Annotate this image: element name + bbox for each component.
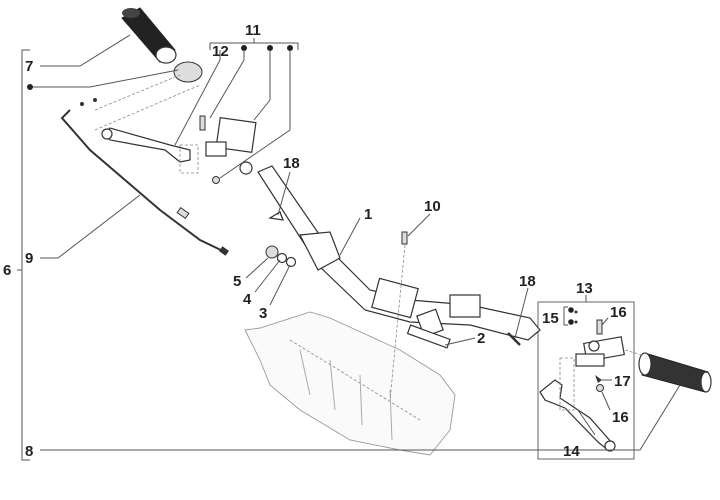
bullet-dot — [27, 84, 33, 90]
callout-14: 14 — [563, 443, 580, 460]
throttle-housing-part — [173, 61, 203, 83]
callout-16-top: 16 — [610, 304, 627, 321]
left-lever-part — [101, 127, 191, 163]
callout-17: 17 — [614, 373, 631, 390]
callout-13: 13 — [576, 280, 593, 297]
right-lever-bracket-part — [574, 310, 625, 392]
right-grip-part — [638, 352, 712, 393]
clip-part — [268, 211, 284, 221]
bullet-dot — [568, 319, 574, 325]
callout-3: 3 — [259, 305, 267, 322]
screw-part — [401, 231, 408, 245]
right-lever-part — [539, 379, 616, 452]
callout-4: 4 — [243, 291, 252, 308]
callout-2: 2 — [477, 330, 485, 347]
handlebar-tube-part — [257, 165, 541, 341]
bullet-dot — [568, 307, 574, 313]
washers-part — [265, 245, 297, 268]
callout-18-right: 18 — [519, 273, 536, 290]
bullet-dot — [267, 45, 273, 51]
callout-12: 12 — [212, 43, 229, 60]
group-bracket-6 — [17, 49, 30, 461]
callout-11: 11 — [245, 22, 261, 39]
callout-18-left: 18 — [283, 155, 300, 172]
callout-6: 6 — [3, 262, 11, 279]
group-bracket-11 — [209, 38, 299, 51]
callout-7: 7 — [25, 58, 33, 75]
callout-10: 10 — [424, 198, 441, 215]
cable-part — [60, 98, 229, 256]
master-cylinder-part — [199, 115, 257, 184]
clip-part — [507, 332, 521, 346]
group-box-13 — [537, 295, 635, 460]
left-grip-part — [121, 7, 177, 64]
bullet-dot — [241, 45, 247, 51]
callout-16-bottom: 16 — [612, 409, 629, 426]
bullet-dot — [287, 45, 293, 51]
callout-5: 5 — [233, 273, 241, 290]
callout-8: 8 — [25, 443, 33, 460]
callout-9: 9 — [25, 250, 33, 267]
bolt-part — [406, 324, 451, 349]
handlebar-cover-part — [244, 311, 456, 456]
callout-15: 15 — [542, 310, 559, 327]
callout-1: 1 — [364, 206, 372, 223]
leader-lines — [33, 34, 681, 451]
